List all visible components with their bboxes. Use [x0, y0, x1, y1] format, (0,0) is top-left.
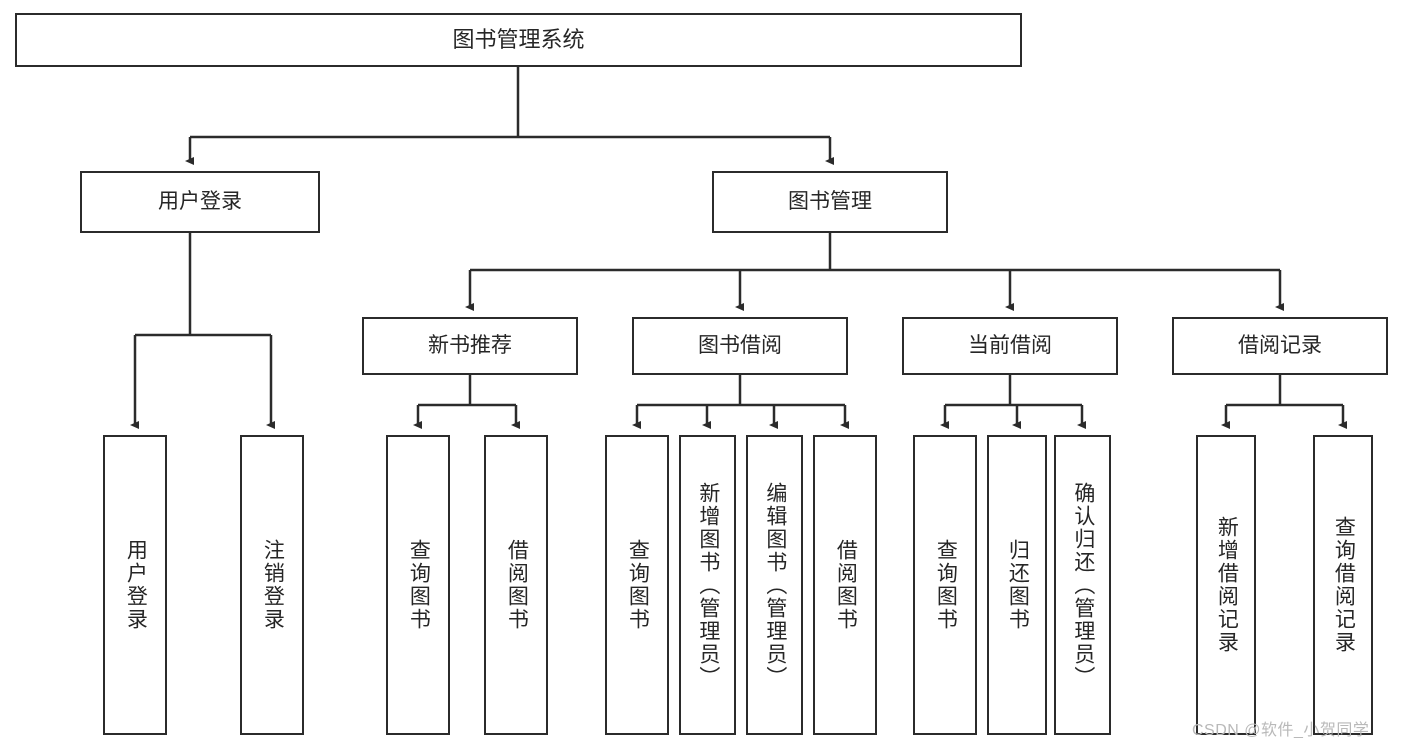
node-leaf-9-label: 归还图书	[1006, 539, 1030, 631]
node-leaf-7[interactable]: 借阅图书	[813, 435, 877, 735]
node-leaf-4-label: 查询图书	[626, 539, 650, 631]
node-leaf-0-label: 用户登录	[124, 539, 148, 631]
node-leaf-11[interactable]: 新增借阅记录	[1196, 435, 1256, 735]
node-level1-0[interactable]: 用户登录	[80, 171, 320, 233]
node-level2-3-label: 借阅记录	[1238, 333, 1322, 357]
node-level2-0-label: 新书推荐	[428, 333, 512, 357]
node-leaf-10-label: 确认归还（管理员）	[1071, 481, 1095, 689]
node-level2-2[interactable]: 当前借阅	[902, 317, 1118, 375]
node-root[interactable]: 图书管理系统	[15, 13, 1022, 67]
node-leaf-5-label: 新增图书（管理员）	[696, 481, 720, 689]
node-leaf-2-label: 查询图书	[407, 539, 431, 631]
node-level1-1[interactable]: 图书管理	[712, 171, 948, 233]
node-level2-2-label: 当前借阅	[968, 333, 1052, 357]
node-leaf-7-label: 借阅图书	[834, 539, 858, 631]
node-leaf-12-label: 查询借阅记录	[1332, 516, 1356, 654]
node-leaf-8[interactable]: 查询图书	[913, 435, 977, 735]
node-leaf-3[interactable]: 借阅图书	[484, 435, 548, 735]
node-root-label: 图书管理系统	[452, 27, 585, 53]
node-leaf-12[interactable]: 查询借阅记录	[1313, 435, 1373, 735]
node-level1-1-label: 图书管理	[788, 189, 872, 213]
node-leaf-10[interactable]: 确认归还（管理员）	[1054, 435, 1111, 735]
node-level2-3[interactable]: 借阅记录	[1172, 317, 1388, 375]
node-leaf-3-label: 借阅图书	[505, 539, 529, 631]
node-leaf-0[interactable]: 用户登录	[103, 435, 167, 735]
node-leaf-2[interactable]: 查询图书	[386, 435, 450, 735]
node-leaf-6-label: 编辑图书（管理员）	[763, 481, 787, 689]
node-leaf-1-label: 注销登录	[261, 539, 285, 631]
csdn-watermark: CSDN @软件_小贺同学	[1192, 722, 1370, 739]
node-level2-1[interactable]: 图书借阅	[632, 317, 848, 375]
node-leaf-9[interactable]: 归还图书	[987, 435, 1047, 735]
node-leaf-6[interactable]: 编辑图书（管理员）	[746, 435, 803, 735]
node-leaf-4[interactable]: 查询图书	[605, 435, 669, 735]
node-leaf-11-label: 新增借阅记录	[1215, 516, 1239, 654]
node-leaf-8-label: 查询图书	[934, 539, 958, 631]
node-level2-1-label: 图书借阅	[698, 333, 782, 357]
node-level2-0[interactable]: 新书推荐	[362, 317, 578, 375]
node-leaf-5[interactable]: 新增图书（管理员）	[679, 435, 736, 735]
node-level1-0-label: 用户登录	[158, 189, 242, 213]
node-leaf-1[interactable]: 注销登录	[240, 435, 304, 735]
